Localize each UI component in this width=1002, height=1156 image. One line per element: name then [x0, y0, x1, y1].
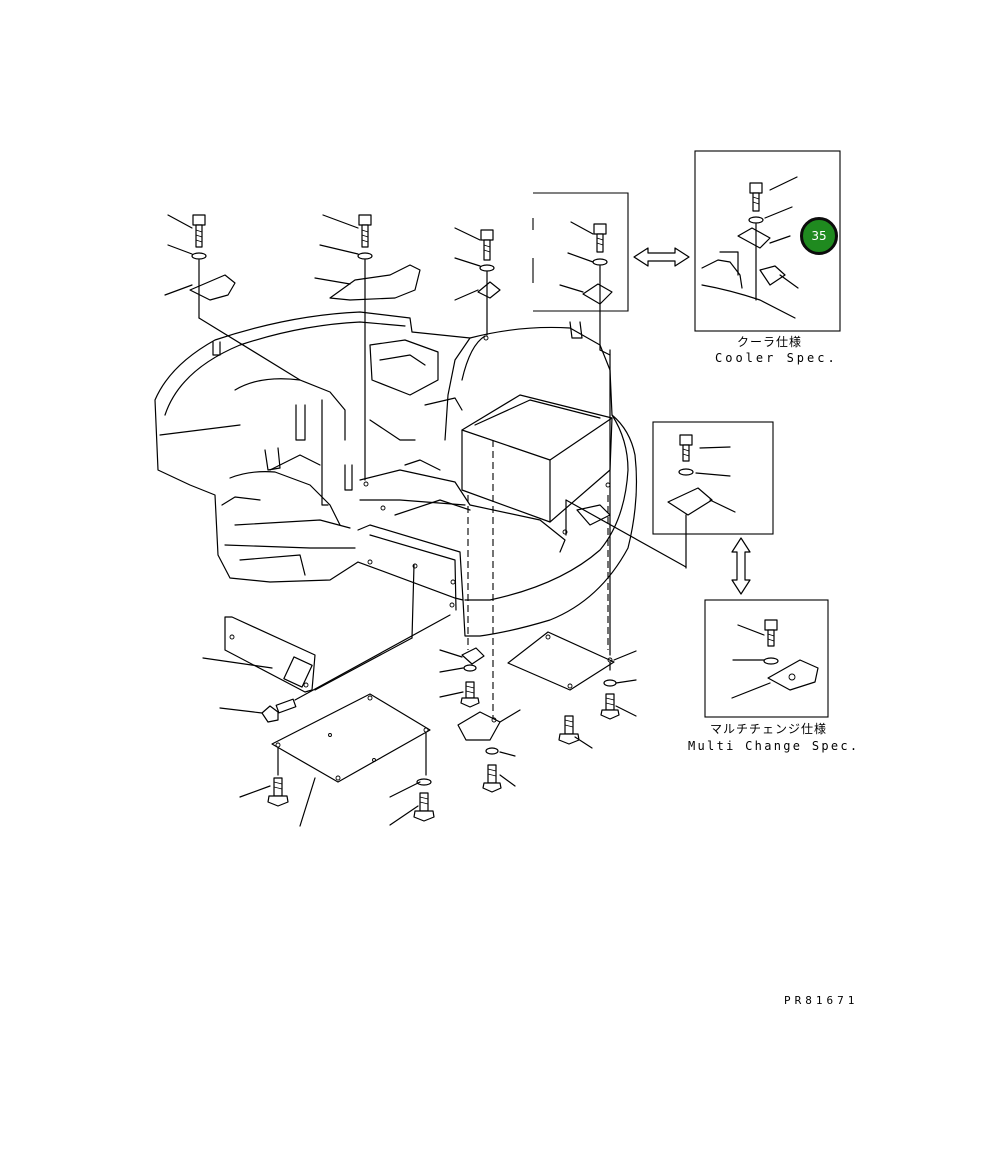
cooler-spec-caption-jp: クーラ仕様 [737, 335, 803, 349]
multi-change-box-upper [652, 421, 774, 569]
flange-bolt-right [558, 715, 593, 749]
multi-change-caption-en: Multi Change Spec. [688, 739, 860, 753]
drawing-number: PR81671 [784, 994, 859, 1007]
part-callout-badge[interactable]: 35 [800, 217, 838, 255]
small-cover-center [439, 647, 485, 708]
revolving-frame [154, 311, 687, 637]
flange-bolt-lower-center [389, 778, 435, 826]
cover-bolt-group-1 [164, 214, 301, 381]
cooler-spec-caption-en: Cooler Spec. [715, 351, 838, 365]
cover-bolt-group-3 [454, 227, 501, 336]
side-cover-panel [202, 564, 415, 693]
inspection-cover-center [457, 709, 521, 793]
flange-bolt-lower-left [239, 777, 289, 807]
under-cover-plate-right [507, 631, 637, 720]
bracketed-option-panel [532, 192, 629, 351]
double-arrow-vertical [731, 537, 751, 595]
multi-change-box-lower [704, 599, 829, 718]
assembly-leader-lines [599, 349, 611, 656]
multi-change-caption-jp: マルチチェンジ仕様 [710, 722, 828, 736]
dashed-guide-lines [467, 440, 609, 720]
cover-bolt-group-2 [314, 214, 421, 481]
double-arrow-horizontal [633, 247, 690, 267]
under-cover-plate-left [271, 693, 431, 827]
cooler-spec-box [694, 150, 841, 332]
flange-bolt-side [219, 614, 451, 723]
